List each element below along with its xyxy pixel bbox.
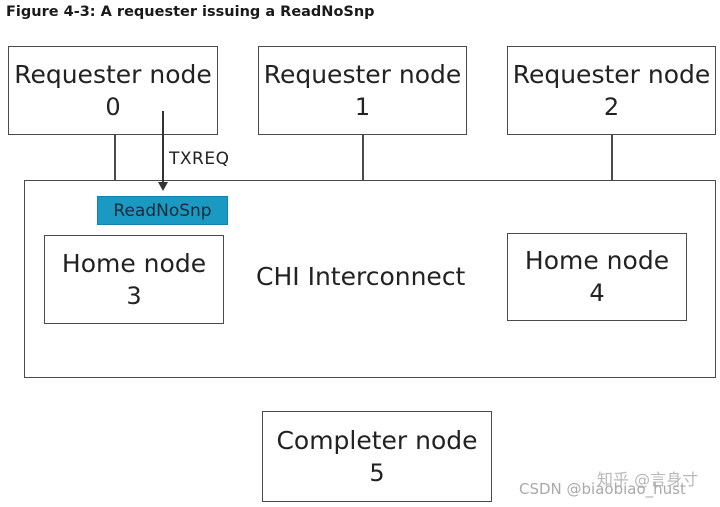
message-badge: ReadNoSnp [97, 196, 228, 225]
home-node-3-id: 3 [126, 281, 142, 310]
home-node-3-label: Home node [61, 248, 207, 278]
completer-node: Completer node 5 [262, 411, 492, 502]
requester-node-2: Requester node 2 [507, 46, 716, 135]
request-arrow-head-icon [158, 182, 168, 191]
home-node-3: Home node 3 [44, 235, 224, 324]
requester-node-0-label: Requester node [14, 59, 212, 89]
completer-node-id: 5 [369, 458, 385, 487]
interconnect-label: CHI Interconnect [256, 262, 466, 291]
requester-node-0: Requester node 0 [8, 46, 218, 135]
requester-node-1: Requester node 1 [258, 46, 467, 135]
home-node-4: Home node 4 [507, 233, 687, 321]
requester-2-link [611, 135, 613, 180]
request-arrow-line [162, 111, 164, 184]
requester-1-link [362, 135, 364, 180]
requester-0-link [114, 135, 116, 180]
completer-node-label: Completer node [276, 425, 478, 455]
requester-node-1-label: Requester node [263, 59, 462, 89]
watermark-csdn: CSDN @biaobiao_hust [519, 480, 686, 498]
requester-node-0-id: 0 [105, 92, 121, 121]
requester-node-2-label: Requester node [512, 59, 711, 89]
home-node-4-id: 4 [589, 279, 605, 307]
channel-label: TXREQ [169, 149, 230, 169]
home-node-4-label: Home node [524, 246, 670, 275]
requester-node-2-id: 2 [603, 92, 620, 121]
requester-node-1-id: 1 [354, 92, 371, 121]
figure-title: Figure 4-3: A requester issuing a ReadNo… [6, 4, 375, 20]
watermark-zhihu: 知乎 @言身寸 [597, 470, 699, 489]
chi-interconnect [24, 180, 716, 378]
